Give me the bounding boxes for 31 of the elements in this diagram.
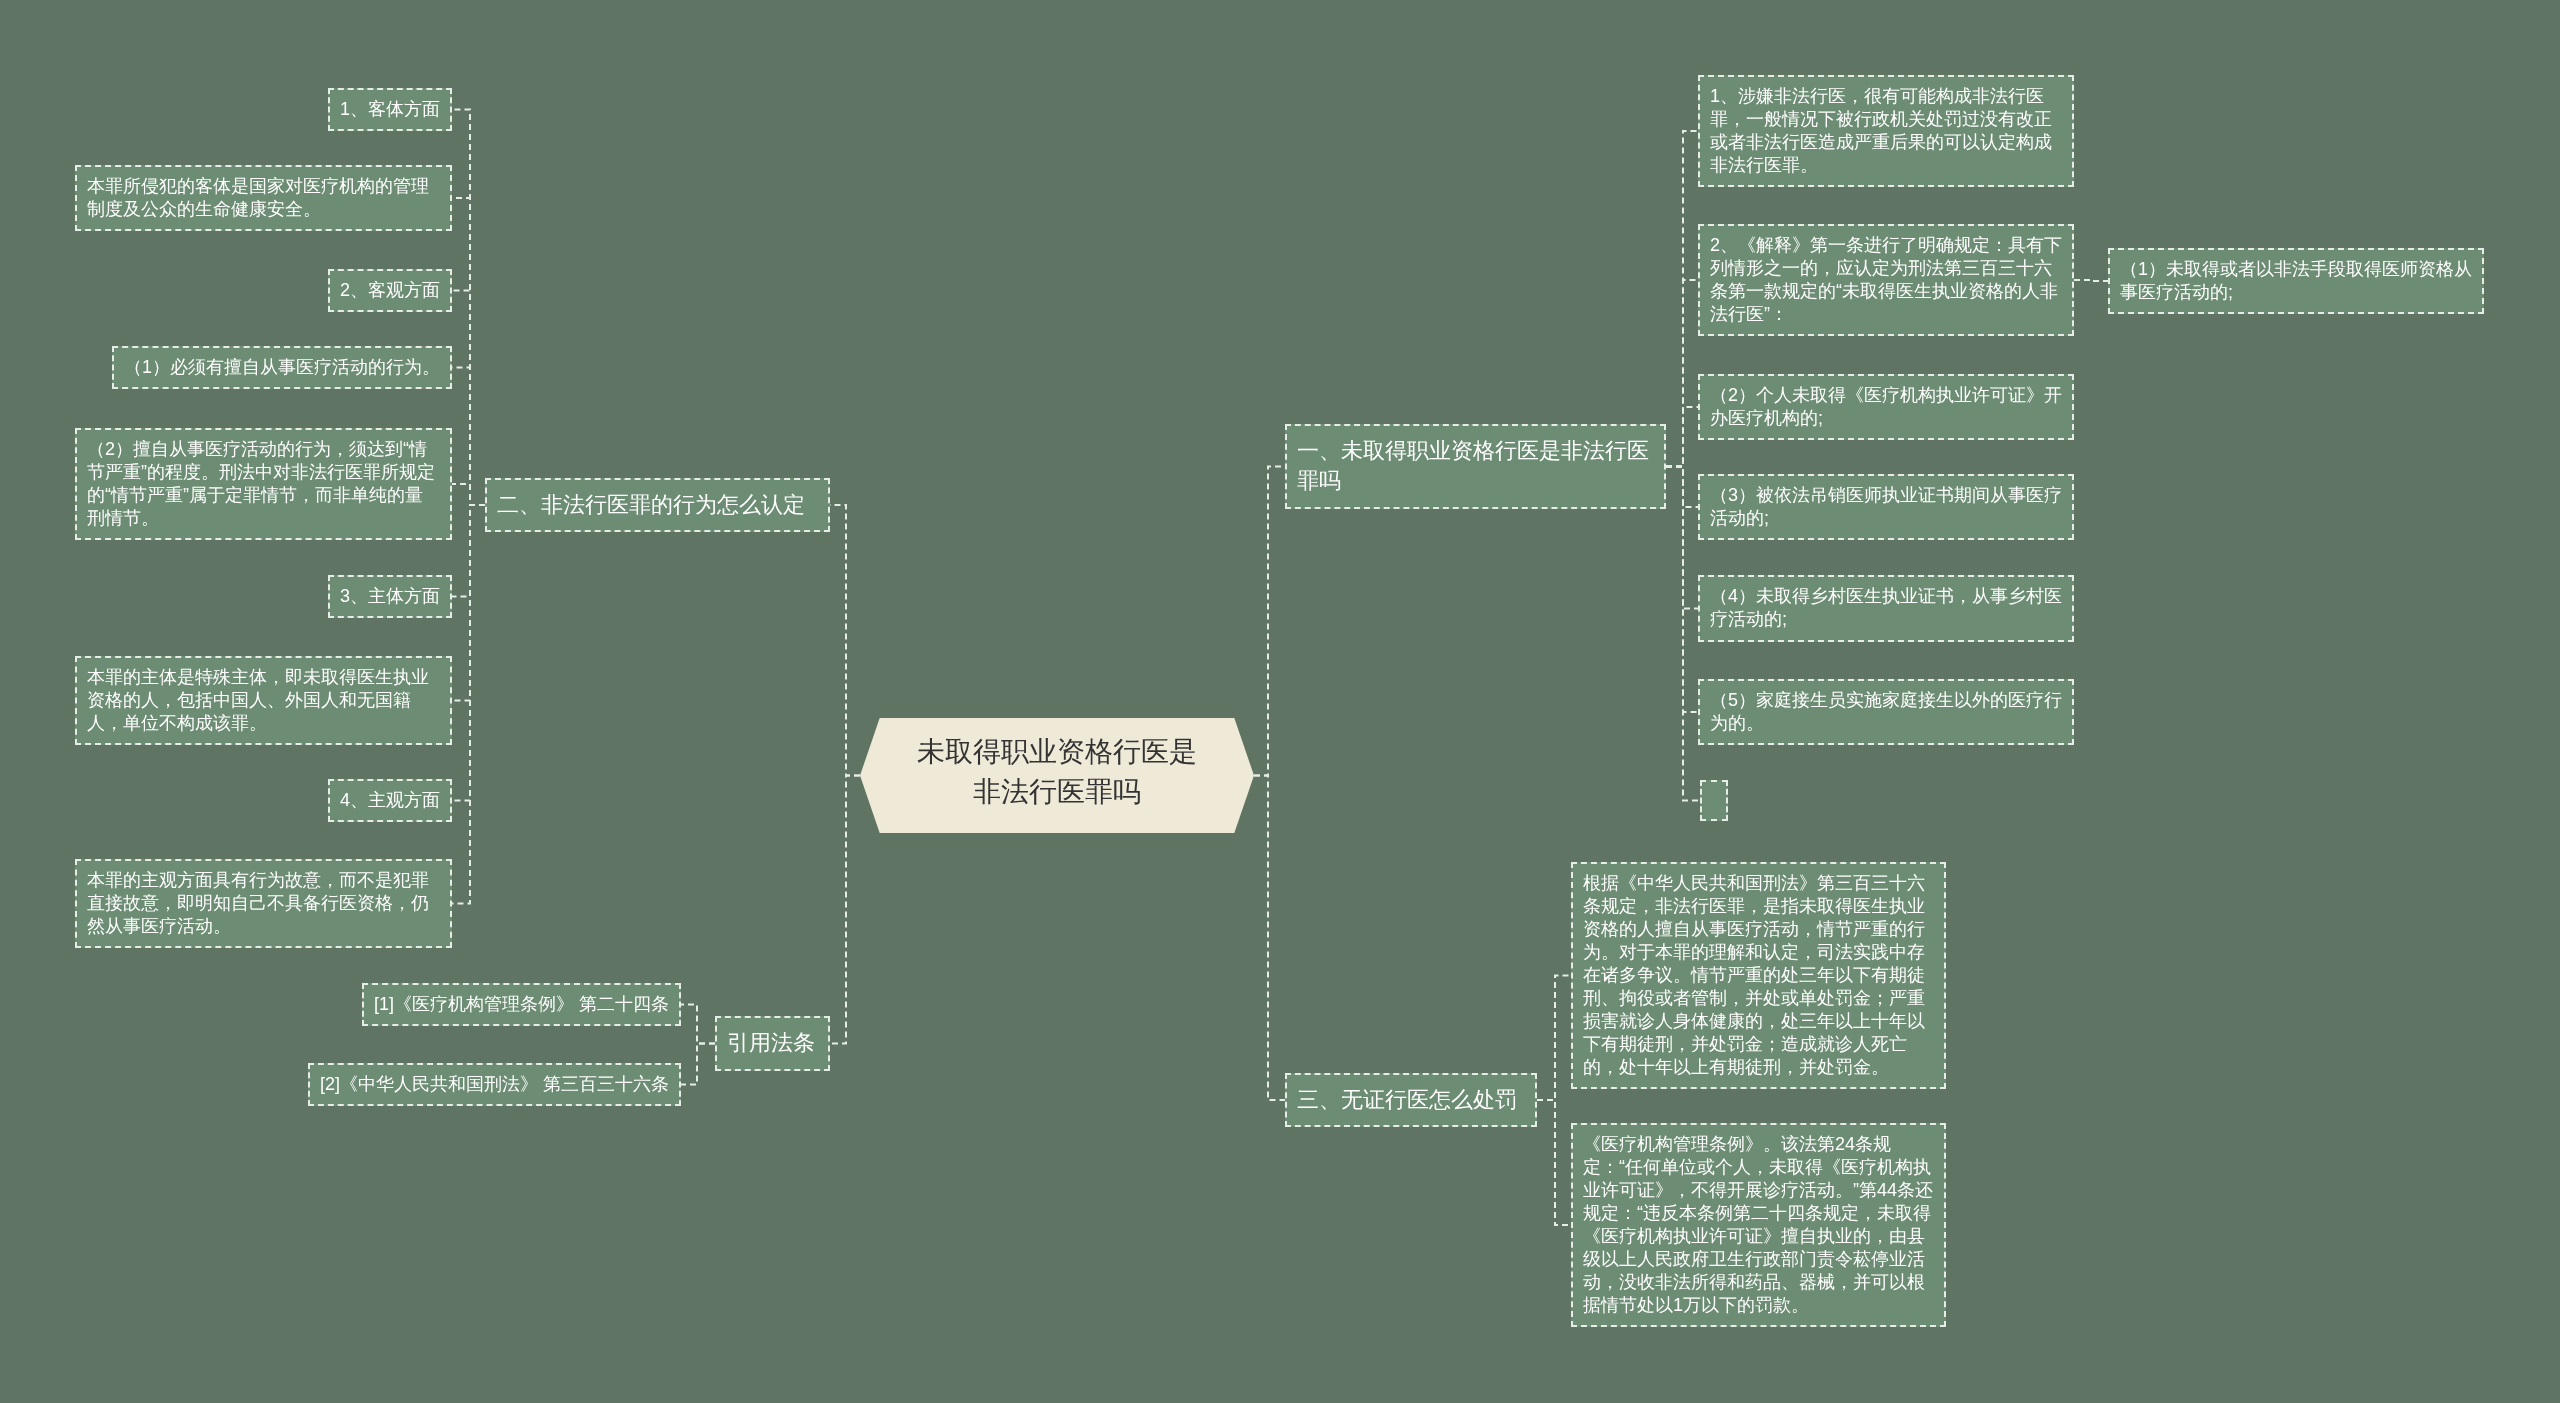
detail-box: 2、《解释》第一条进行了明确规定：具有下列情形之一的，应认定为刑法第三百三十六条第一款规定的“未取得医生执业资格的人非法行医”：: [1698, 224, 2074, 336]
detail-box: [2]《中华人民共和国刑法》 第三百三十六条: [308, 1063, 681, 1106]
empty-box: [1700, 780, 1728, 821]
connector: [2073, 279, 2109, 282]
connector: [680, 1042, 716, 1086]
detail-box: （4）未取得乡村医生执业证书，从事乡村医疗活动的;: [1698, 575, 2074, 642]
detail-box: 本罪的主观方面具有行为故意，而不是犯罪直接故意，即明知自己不具备行医资格，仍然从事医疗活动。: [75, 859, 452, 948]
branch-box: 二、非法行医罪的行为怎么认定: [485, 478, 830, 532]
branch-box: 三、无证行医怎么处罚: [1285, 1073, 1537, 1127]
detail-box: （2）擅自从事医疗活动的行为，须达到“情节严重”的程度。刑法中对非法行医罪所规定的“情节严重”属于定罪情节，而非单纯的量刑情节。: [75, 428, 452, 540]
detail-box: （5）家庭接生员实施家庭接生以外的医疗行为的。: [1698, 679, 2074, 745]
detail-box: 1、客体方面: [328, 88, 452, 131]
detail-box: 1、涉嫌非法行医，很有可能构成非法行医罪，一般情况下被行政机关处罚过没有改正或者非法行医造成严重后果的可以认定构成非法行医罪。: [1698, 75, 2074, 187]
detail-box: 本罪的主体是特殊主体，即未取得医生执业资格的人，包括中国人、外国人和无国籍人，单位不构成该罪。: [75, 656, 452, 745]
detail-box: 本罪所侵犯的客体是国家对医疗机构的管理制度及公众的生命健康安全。: [75, 165, 452, 231]
detail-box: [1]《医疗机构管理条例》 第二十四条: [362, 983, 681, 1026]
connector: [1665, 465, 1701, 802]
branch-box: 引用法条: [715, 1016, 830, 1071]
branch-box: 一、未取得职业资格行医是非法行医罪吗: [1285, 424, 1666, 509]
detail-box: （1）未取得或者以非法手段取得医师资格从事医疗活动的;: [2108, 248, 2484, 314]
connector: [1253, 774, 1286, 1101]
detail-box: 3、主体方面: [328, 575, 452, 618]
connector: [829, 774, 861, 1045]
detail-box: （2）个人未取得《医疗机构执业许可证》开办医疗机构的;: [1698, 374, 2074, 440]
detail-box: （1）必须有擅自从事医疗活动的行为。: [112, 346, 452, 389]
detail-box: （3）被依法吊销医师执业证书期间从事医疗活动的;: [1698, 474, 2074, 540]
detail-box: 2、客观方面: [328, 269, 452, 312]
detail-box: 根据《中华人民共和国刑法》第三百三十六条规定，非法行医罪，是指未取得医生执业资格的人擅自从事医疗活动，情节严重的行为。对于本罪的理解和认定，司法实践中存在诸多争议。情节严重的处三年以下有期徒刑、拘役或者管制，并处或单处罚金；严重损害就诊人身体健康的，处三年以上十年以下有期徒刑，并处罚金；造成就诊人死亡的，处十年以上有期徒刑，并处罚金。: [1571, 862, 1946, 1089]
detail-box: 4、主观方面: [328, 779, 452, 822]
detail-box: 《医疗机构管理条例》。该法第24条规定：“任何单位或个人，未取得《医疗机构执业许可证》，不得开展诊疗活动。”第44条还规定：“违反本条例第二十四条规定，未取得《医疗机构执业许可证》擅自执业的，由县级以上人民政府卫生行政部门责令菘停业活动，没收非法所得和药品、器械，并可以根据情节处以1万以下的罚款。: [1571, 1123, 1946, 1327]
central-topic: 未取得职业资格行医是非法行医罪吗: [860, 718, 1254, 833]
